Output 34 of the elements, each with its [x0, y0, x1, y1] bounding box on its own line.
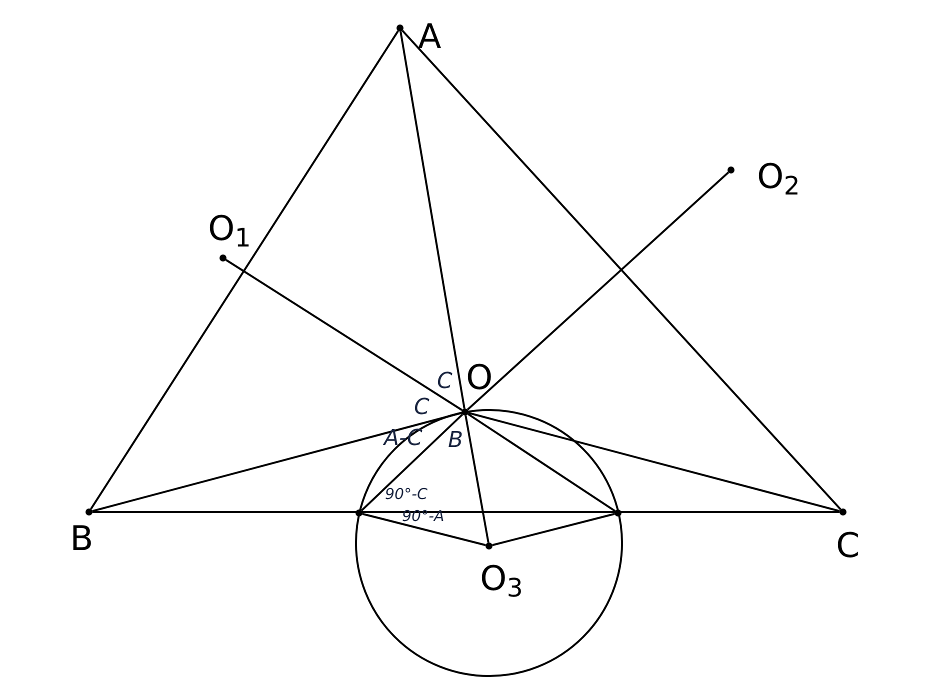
angle-label: 90°-A [402, 509, 444, 524]
point-label: C [836, 529, 860, 563]
angle-label: C [437, 371, 452, 393]
angle-label: B [448, 430, 464, 452]
line-segment [90, 30, 399, 510]
point-label: O$_{1}$ [208, 212, 251, 252]
line-segment [467, 413, 616, 512]
line-segment [468, 412, 840, 512]
line-segment [92, 412, 462, 512]
angle-label: C [414, 397, 430, 419]
point [220, 254, 226, 262]
point-label: O$_{2}$ [757, 160, 800, 200]
line-segment [402, 30, 842, 510]
point [728, 166, 734, 174]
line-segment [362, 512, 486, 546]
line-segment [466, 172, 730, 410]
point [462, 408, 468, 416]
point-label: O [466, 361, 493, 395]
point [614, 510, 622, 516]
point-label: A [418, 20, 442, 54]
line-segment [225, 259, 463, 411]
point [356, 510, 362, 516]
point [396, 24, 404, 32]
point-label: B [70, 522, 94, 556]
point-label: O$_{3}$ [480, 562, 523, 602]
line-segment [492, 512, 615, 546]
line-segment [400, 31, 466, 409]
line-segment [464, 415, 490, 543]
line-segment [92, 511, 840, 513]
point [86, 508, 92, 516]
angle-label: 90°-C [385, 487, 428, 502]
point [840, 508, 846, 516]
line-segment [360, 414, 464, 512]
point [486, 542, 492, 550]
